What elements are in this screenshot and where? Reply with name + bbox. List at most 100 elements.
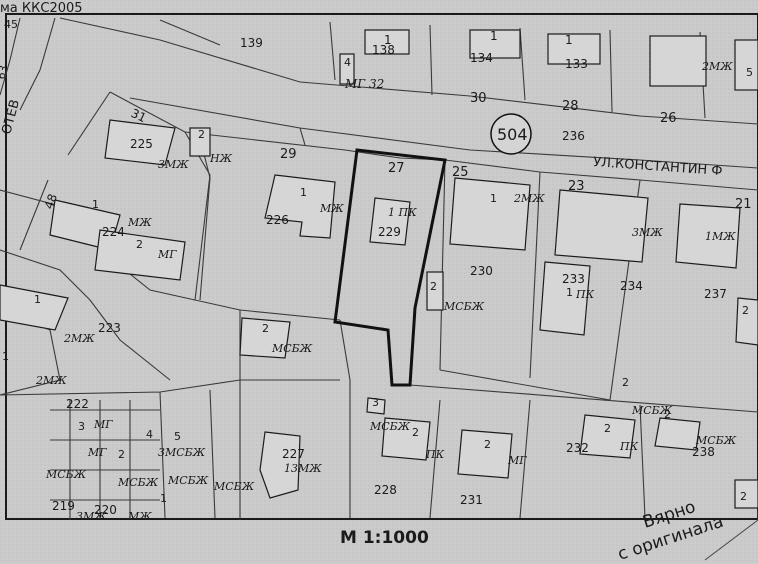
building-nj <box>189 127 211 157</box>
label-236: 236 <box>562 129 585 143</box>
bld-label-4: 4 <box>146 428 153 441</box>
building-233 <box>554 189 649 263</box>
bld-label-msbj-lower2: МСБЖ <box>45 468 87 481</box>
building-224b <box>94 229 186 281</box>
bld-label-1-226: 1 <box>300 186 307 199</box>
building-226 <box>264 174 336 239</box>
label-138: 138 <box>372 43 395 57</box>
label-28: 28 <box>562 99 579 114</box>
bld-label-2mj-25: 2МЖ <box>513 192 545 205</box>
label-31: 31 <box>129 106 149 125</box>
bld-label-msbj-230: МСБЖ <box>443 300 485 313</box>
bld-label-mj-224b: МГ <box>157 248 177 261</box>
label-25: 25 <box>452 165 469 180</box>
label-1c: 1 <box>565 33 573 47</box>
label-134: 134 <box>470 51 493 65</box>
bld-label-pk-233: ПК <box>575 288 595 301</box>
label-237: 237 <box>704 287 727 301</box>
building-2-far <box>734 479 758 509</box>
label-139: 139 <box>240 36 263 50</box>
label-48: 48 <box>42 192 60 211</box>
label-29: 29 <box>280 147 297 162</box>
label-225: 225 <box>130 137 153 151</box>
street-edge-left <box>0 17 21 96</box>
building-231 <box>457 429 513 479</box>
bld-label-2-231: 2 <box>484 438 491 451</box>
label-21: 21 <box>735 197 752 212</box>
building-223 <box>0 284 69 331</box>
bld-label-mj-226: МЖ <box>319 202 344 215</box>
bld-label-1-233: 1 <box>566 286 573 299</box>
label-45: 45 <box>4 18 18 31</box>
bld-label-pk-232: ПК <box>619 440 639 453</box>
building-138 <box>364 29 410 55</box>
bld-label-msbj-228: МСБЖ <box>369 420 411 433</box>
label-227: 227 <box>282 447 305 461</box>
label-223: 223 <box>98 321 121 335</box>
label-30: 30 <box>470 91 487 106</box>
bld-label-msbj-238: МСБЖ <box>695 434 737 447</box>
label-232: 232 <box>566 441 589 455</box>
building-233b <box>539 261 591 336</box>
bld-label-1mj-21: 1МЖ <box>705 230 736 243</box>
label-63: 63 <box>0 64 11 81</box>
bld-label-msbj-lower: МСБЖ <box>213 480 255 493</box>
bld-label-nj: НЖ <box>209 152 233 165</box>
scale-label: М 1:1000 <box>340 528 429 548</box>
label-226: 226 <box>266 213 289 227</box>
label-231: 231 <box>460 493 483 507</box>
highlighted-plot-27 <box>333 148 447 387</box>
map-frame <box>5 13 758 520</box>
bld-label-2-237: 2 <box>742 304 749 317</box>
bld-label-5: 5 <box>174 430 181 443</box>
label-228: 228 <box>374 483 397 497</box>
building-mg32 <box>339 53 355 85</box>
bld-label-2-msbj: 2 <box>430 280 437 293</box>
label-27: 27 <box>388 161 405 176</box>
building-229 <box>369 197 411 246</box>
bld-label-1-left: 1 <box>2 350 9 363</box>
bld-label-2mj-left: 2МЖ <box>35 374 67 387</box>
bld-label-2-228: 2 <box>412 426 419 439</box>
street-edge-left2 <box>19 17 56 111</box>
street-edge-upper <box>59 17 758 125</box>
building-222-grid <box>50 400 160 520</box>
building-21 <box>675 203 741 269</box>
building-top-far-right <box>734 39 758 91</box>
bld-label-2mj-223: 2МЖ <box>63 332 95 345</box>
bld-label-3mj-23: 3МЖ <box>632 226 663 239</box>
building-228-b <box>381 417 431 461</box>
bld-label-2-top: 2 <box>198 128 205 141</box>
bld-label-3mj-225: 3МЖ <box>158 158 189 171</box>
bld-label-msbj-lower4: МСБЖ <box>167 474 209 487</box>
bld-label-2-lower: 2 <box>118 448 125 461</box>
label-222: 222 <box>66 397 89 411</box>
bld-label-mg-lower: МГ <box>87 446 107 459</box>
bld-label-2-msbj-mid: 2 <box>262 322 269 335</box>
bld-label-1-230: 1 <box>490 192 497 205</box>
bld-label-msbj-mid: МСБЖ <box>271 342 313 355</box>
building-225 <box>104 119 176 166</box>
bld-label-msbj-234: МСБЖ <box>631 404 673 417</box>
block-number: 504 <box>497 125 528 144</box>
label-238: 238 <box>692 445 715 459</box>
bld-label-1pk-229: 1 ПК <box>388 206 417 219</box>
bld-label-2-224: 2 <box>136 238 143 251</box>
bld-label-1-lower: 1 <box>160 492 167 505</box>
label-mg32: МГ 32 <box>344 77 384 91</box>
building-238 <box>654 417 701 451</box>
label-224: 224 <box>102 225 125 239</box>
label-1b: 1 <box>490 29 498 43</box>
building-230-block <box>449 177 531 251</box>
label-133: 133 <box>565 57 588 71</box>
label-1a: 1 <box>384 33 392 47</box>
bld-label-mj-224: МЖ <box>127 216 152 229</box>
label-5: 5 <box>746 66 753 79</box>
bld-label-3msbj: 3МСБЖ <box>158 446 206 459</box>
building-232 <box>579 414 636 459</box>
top-plots <box>159 19 706 119</box>
label-4: 4 <box>344 56 351 69</box>
building-134 <box>469 29 521 59</box>
